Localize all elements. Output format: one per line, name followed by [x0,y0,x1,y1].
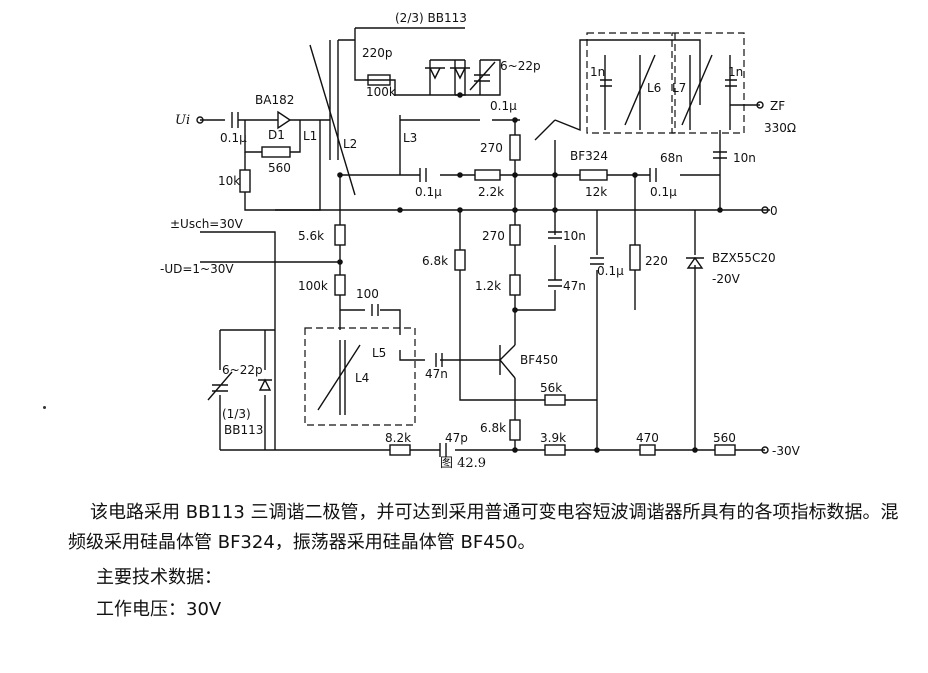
label-trim-top: 6~22p [500,59,541,73]
label-cap1n-b: 1n [728,65,743,79]
label-bf324: BF324 [570,149,608,163]
label-bb113-23: (2/3) BB113 [395,11,467,25]
label-r270b: 270 [482,229,505,243]
label-bb113-13b: BB113 [224,423,263,437]
label-m30v: -30V [772,444,801,458]
label-m20v: -20V [712,272,741,286]
label-r560b: 560 [713,431,736,445]
label-c10n-right: 10n [733,151,756,165]
label-r100k-top: 100k [366,85,396,99]
label-r560a: 560 [268,161,291,175]
label-l6: L6 [647,81,661,95]
label-c-in: 0.1μ [220,131,247,145]
label-l5: L5 [372,346,386,360]
stray-dot [43,406,46,409]
label-usch: ±Usch=30V [170,217,244,231]
label-c01-low: 0.1μ [597,264,624,278]
label-c220p: 220p [362,46,393,60]
label-r12k: 12k [585,185,607,199]
description-paragraph: 该电路采用 BB113 三调谐二极管，并可达到采用普通可变电容短波调谐器所具有的… [68,502,899,553]
label-trim-low: 6~22p [222,363,263,377]
label-ud: -UD=1~30V [160,262,234,276]
component-symbols [207,54,737,457]
label-r56k: 5.6k [298,229,324,243]
label-r220: 220 [645,254,668,268]
label-r82k: 8.2k [385,431,411,445]
label-c68n: 68n [660,151,683,165]
label-l7: L7 [672,81,686,95]
label-c47n-a: 47n [563,279,586,293]
label-r68k-b: 6.8k [480,421,506,435]
label-c100: 100 [356,287,379,301]
figure-caption: 图 42.9 [440,456,487,471]
spec-voltage: 工作电压：30V [96,599,222,620]
label-ground0: 0 [770,204,778,218]
terminals [196,101,769,454]
label-c47p: 47p [445,431,468,445]
label-l3: L3 [403,131,417,145]
label-cap1n-a: 1n [590,65,605,79]
label-bzx: BZX55C20 [712,251,776,265]
label-c01-mix: 0.1μ [490,99,517,113]
label-z330: 330Ω [764,121,796,135]
label-r22k: 2.2k [478,185,504,199]
label-l2: L2 [343,137,357,151]
component-labels: Ui 0.1μ BA182 D1 L1 L2 560 10k ±Usch=30V… [160,11,801,458]
label-ba182: BA182 [255,93,294,107]
label-c01-right: 0.1μ [650,185,677,199]
label-l1: L1 [303,129,317,143]
label-r10k: 10k [218,174,240,188]
label-c47n-b: 47n [425,367,448,381]
label-zf: ZF [770,99,785,113]
dashed-boxes [304,32,745,426]
label-c10n-mid: 10n [563,229,586,243]
label-r270a: 270 [480,141,503,155]
junction-dots [337,92,723,453]
label-ui: Ui [175,113,190,128]
label-d1: D1 [268,128,285,142]
wires [200,27,770,451]
label-l4: L4 [355,371,369,385]
label-r68k-a: 6.8k [422,254,448,268]
label-c01-mid: 0.1μ [415,185,442,199]
circuit-schematic: Ui 0.1μ BA182 D1 L1 L2 560 10k ±Usch=30V… [160,11,801,458]
label-r39k: 3.9k [540,431,566,445]
specs-heading: 主要技术数据： [96,567,222,588]
label-r470: 470 [636,431,659,445]
label-r100k-mid: 100k [298,279,328,293]
label-r56k-b: 56k [540,381,562,395]
label-bb113-13a: (1/3) [222,407,251,421]
label-bf450: BF450 [520,353,558,367]
label-r12k-b: 1.2k [475,279,501,293]
